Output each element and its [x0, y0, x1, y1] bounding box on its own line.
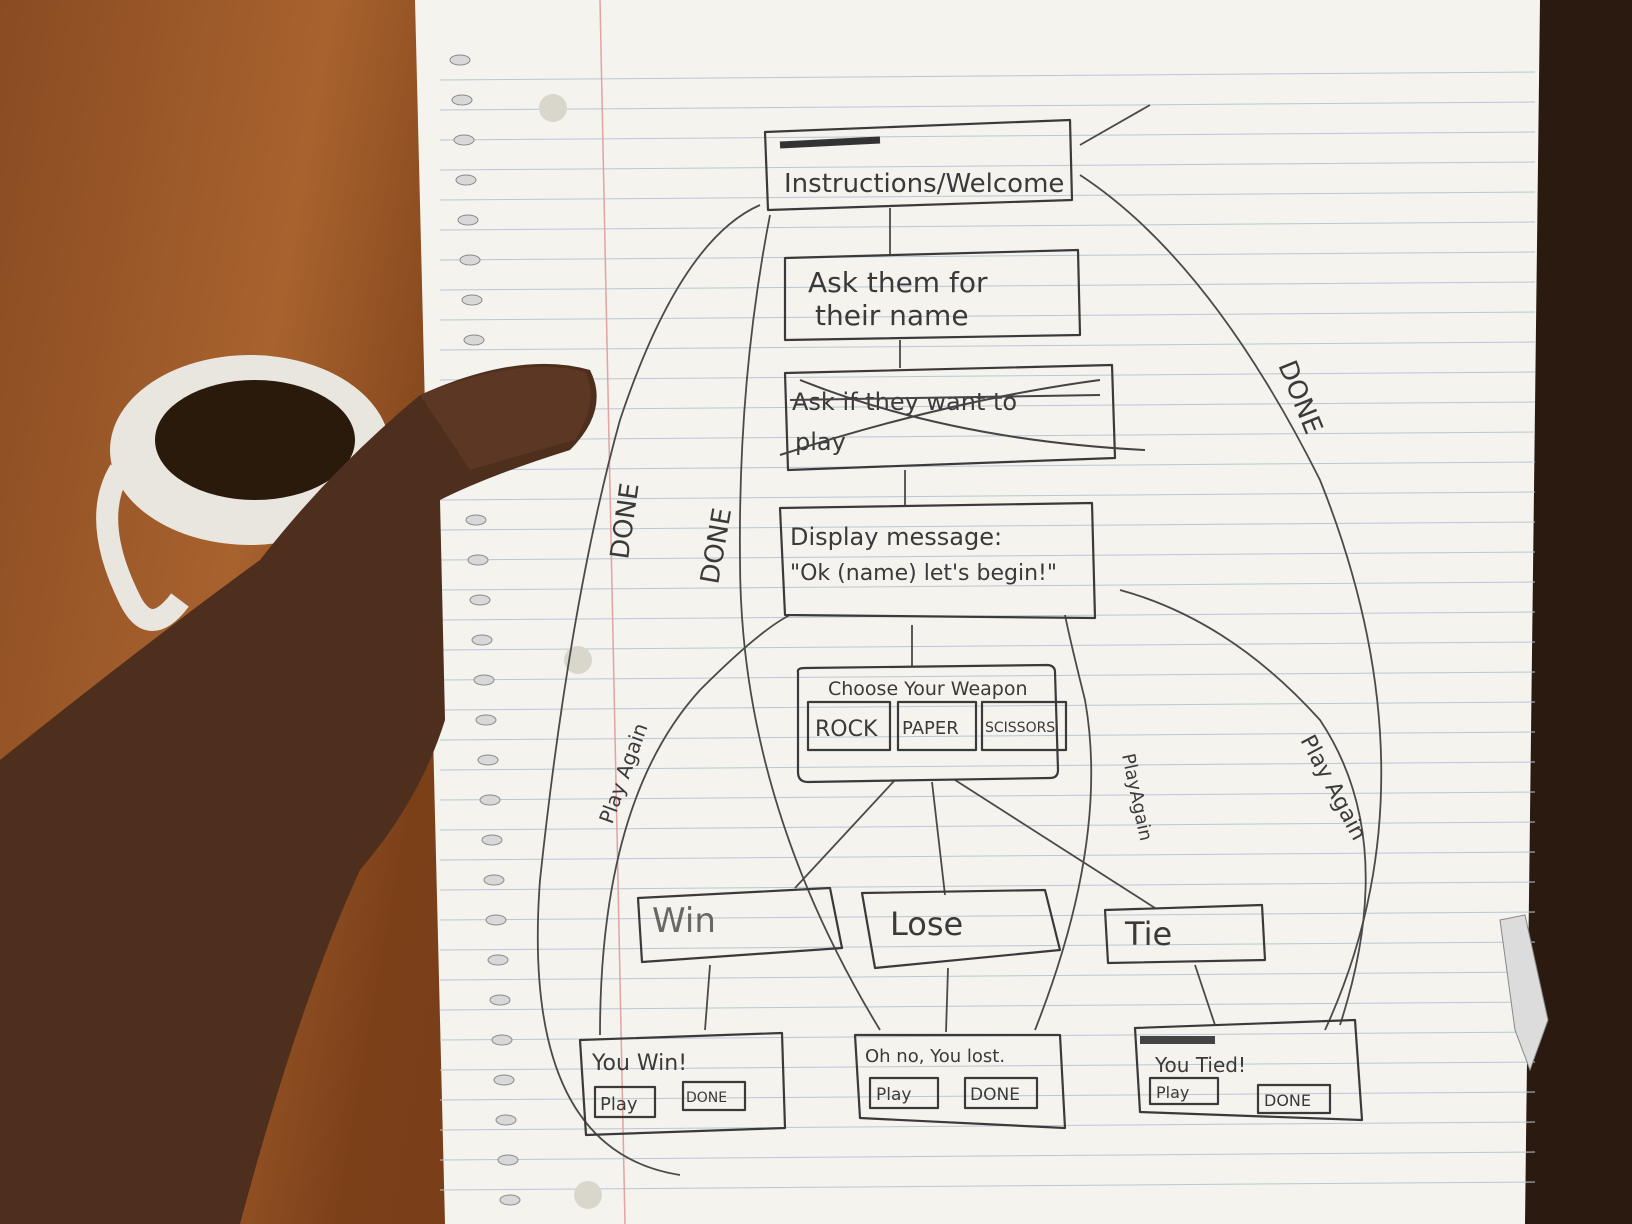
rock-option-box	[806, 700, 892, 752]
weapon-node: Choose Your Weapon ROCK PAPER SCISSORS	[796, 663, 1068, 784]
paper-option: PAPER	[902, 718, 959, 739]
display-line-1: Display message:	[790, 523, 1002, 551]
result-lose-done-box	[963, 1076, 1039, 1110]
result-lose-message: Oh no, You lost.	[865, 1046, 1005, 1067]
ask-name-node: Ask them for their name	[783, 248, 1082, 342]
rock-option: ROCK	[815, 717, 878, 742]
outcome-lose: Lose	[860, 888, 1062, 970]
tie-label: Tie	[1124, 915, 1172, 953]
ruled-lines	[439, 71, 1536, 1191]
outcome-tie: Tie	[1103, 903, 1267, 965]
mug-handle	[96, 464, 189, 631]
coffee	[155, 380, 355, 500]
weapon-title: Choose Your Weapon	[828, 678, 1028, 700]
start-label: Instructions/Welcome	[784, 169, 1064, 199]
result-tie: You Tied! Play DONE	[1133, 1018, 1364, 1122]
crossed-out-line-1: Ask if they want to	[792, 388, 1017, 416]
connector-lines	[704, 208, 1216, 1033]
paper-option-box	[896, 700, 978, 752]
result-tie-play: Play	[1156, 1083, 1189, 1102]
hand	[0, 363, 597, 1224]
pen	[1499, 914, 1549, 1072]
display-message-node: Display message: "Ok (name) let's begin!…	[778, 501, 1097, 620]
return-curves	[536, 104, 1383, 1176]
margin-line	[599, 0, 626, 1224]
result-win-play: Play	[600, 1094, 638, 1115]
ask-name-line-2: their name	[815, 299, 969, 332]
lose-label: Lose	[890, 905, 963, 943]
result-win: You Win! Play DONE	[578, 1031, 787, 1137]
result-win-done-box	[681, 1080, 747, 1112]
start-node: Instructions/Welcome	[763, 118, 1074, 212]
outcome-win: Win	[636, 886, 844, 964]
result-tie-done-box	[1256, 1083, 1332, 1115]
scissors-option: SCISSORS	[985, 720, 1055, 736]
punch-hole	[574, 1181, 602, 1209]
result-tie-message: You Tied!	[1154, 1053, 1246, 1077]
win-label: Win	[652, 901, 716, 941]
result-tie-done: DONE	[1264, 1091, 1311, 1110]
result-lose: Oh no, You lost. Play DONE	[853, 1033, 1067, 1130]
result-lose-play: Play	[876, 1085, 911, 1105]
display-line-2: "Ok (name) let's begin!"	[790, 561, 1057, 586]
result-lose-play-box	[868, 1076, 940, 1110]
ask-name-line-1: Ask them for	[808, 266, 988, 299]
punch-hole	[539, 94, 567, 122]
result-tie-play-box	[1148, 1076, 1220, 1106]
result-lose-done: DONE	[970, 1085, 1020, 1105]
result-win-play-box	[593, 1085, 657, 1119]
spiral-binding	[449, 54, 521, 1206]
result-win-done: DONE	[686, 1090, 727, 1106]
thumb	[420, 366, 591, 470]
scribble-mark	[779, 136, 881, 149]
scissors-option-box	[980, 700, 1068, 752]
result-win-message: You Win!	[591, 1051, 687, 1076]
crossed-out-node: Ask if they want to play	[779, 363, 1146, 472]
